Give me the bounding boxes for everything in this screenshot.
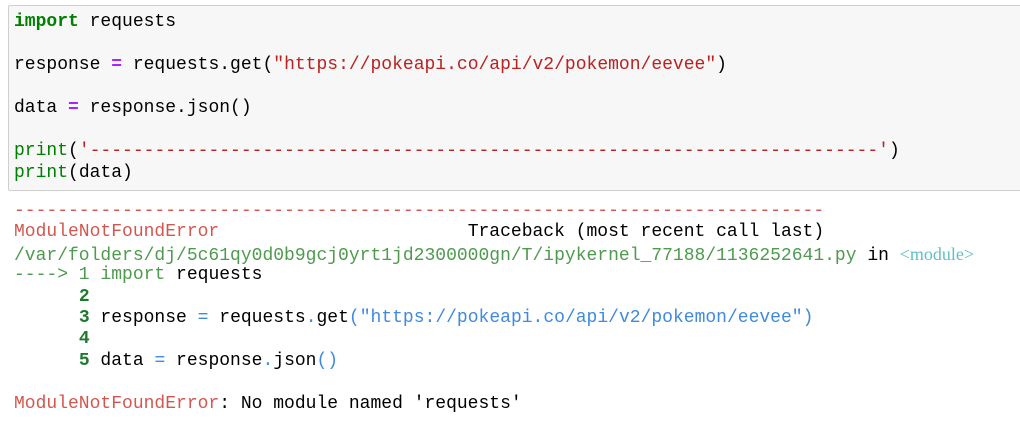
line-number: 3 <box>78 307 90 328</box>
final-error-type: ModuleNotFoundError <box>14 393 220 414</box>
dash-string: '---------------------------------------… <box>78 141 889 161</box>
traceback-file-path: /var/folders/dj/5c61qy0d0b9gcj0yrt1jd230… <box>14 245 857 266</box>
final-error-message: : No module named 'requests' <box>219 393 522 414</box>
code-line-5: data = response.json() <box>14 98 252 118</box>
traceback-url-string: "https://pokeapi.co/api/v2/pokemon/eevee… <box>359 307 803 328</box>
traceback-blank-line <box>14 372 974 393</box>
final-error-line: ModuleNotFoundError: No module named 're… <box>14 394 974 415</box>
code-line-4-blank <box>14 77 900 99</box>
code-line-1: import requests <box>14 12 177 32</box>
code-line-6-blank <box>14 120 900 142</box>
keyword-import: import <box>14 12 79 32</box>
traceback-frame-line-5: 5 data = response.json() <box>78 350 339 371</box>
traceback-scope: <module> <box>899 243 975 264</box>
code-line-7: print('---------------------------------… <box>14 141 900 161</box>
url-string: "https://pokeapi.co/api/v2/pokemon/eevee… <box>273 55 717 75</box>
builtin-print: print <box>14 141 69 161</box>
code-line-8: print(data) <box>14 162 133 183</box>
traceback-label: Traceback (most recent call last) <box>467 222 825 243</box>
line-number: 2 <box>78 286 90 307</box>
traceback-frame-line-1: ----> 1 import requests <box>14 265 263 286</box>
operator-assign: = <box>68 98 79 118</box>
traceback-separator: ----------------------------------------… <box>14 201 825 221</box>
current-line-arrow: ----> 1 <box>14 265 101 286</box>
code-line-2-blank <box>14 34 900 56</box>
error-type: ModuleNotFoundError <box>14 222 220 243</box>
line-number: 4 <box>78 329 90 350</box>
code-line-3: response = requests.get("https://pokeapi… <box>14 55 727 75</box>
cell-output-traceback: ----------------------------------------… <box>14 201 974 415</box>
traceback-location: /var/folders/dj/5c61qy0d0b9gcj0yrt1jd230… <box>14 243 975 266</box>
traceback-frame-line-4: 4 <box>14 329 974 350</box>
line-number: 5 <box>78 350 90 371</box>
code-cell-input[interactable]: import requests response = requests.get("… <box>8 5 1020 191</box>
code-editor[interactable]: import requests response = requests.get("… <box>14 12 900 184</box>
builtin-print: print <box>14 162 69 183</box>
traceback-frame-line-3: 3 response = requests.get("https://pokea… <box>78 307 814 328</box>
traceback-header: ModuleNotFoundError Traceback (most rece… <box>14 222 974 243</box>
traceback-frame-line-2: 2 <box>14 287 974 308</box>
operator-assign: = <box>111 55 123 75</box>
